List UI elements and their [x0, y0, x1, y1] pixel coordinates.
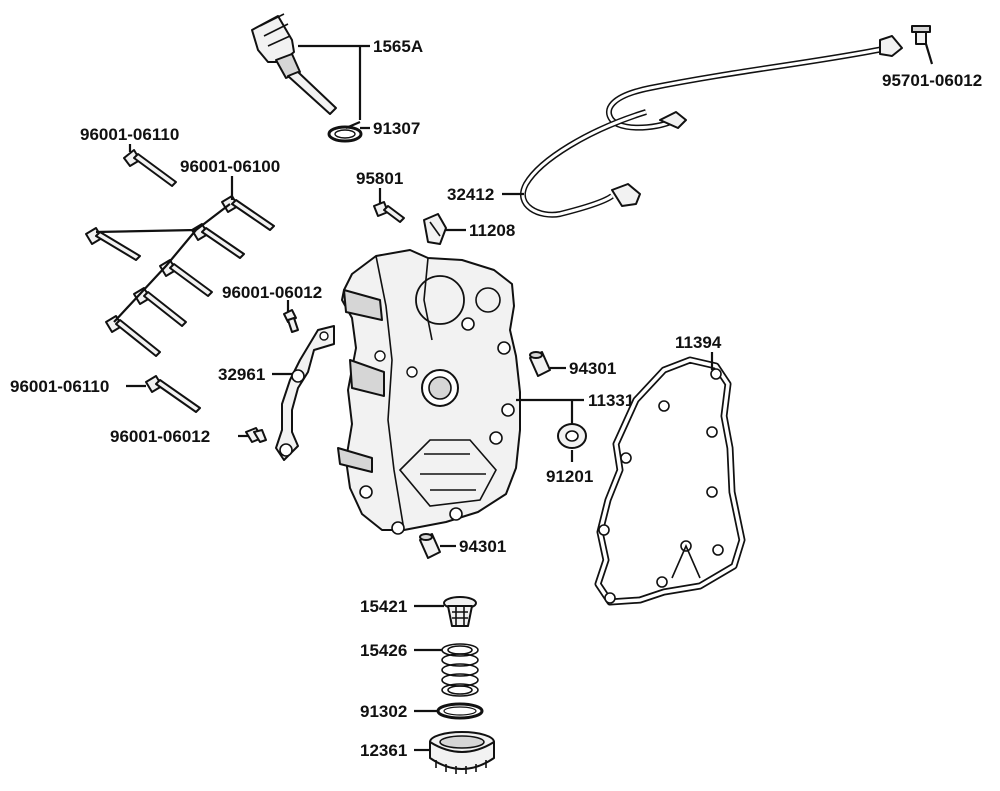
bolt-group-96001-06100: [85, 195, 275, 357]
bolt-96001-06012-bottom: [245, 427, 267, 443]
bracket-32961: [275, 325, 335, 461]
cable-32412-part: [520, 35, 903, 218]
dowel-94301-bottom: [419, 533, 441, 559]
gasket-11394: [594, 356, 746, 606]
label-32961: 32961: [218, 365, 265, 384]
label-11331: 11331: [588, 391, 634, 410]
leader-1565a: [298, 44, 370, 120]
clip-11208: [423, 213, 447, 245]
drain-plug-12361: [429, 731, 495, 774]
label-1565a: 1565A: [373, 37, 423, 56]
o-ring-91302: [436, 702, 484, 720]
o-ring-91307: [327, 125, 363, 143]
label-91201: 91201: [546, 467, 593, 486]
leader-91307: [345, 120, 370, 130]
label-11208: 11208: [469, 221, 515, 240]
crankcase-cover: [337, 249, 521, 535]
label-96001-06110-bottom: 96001-06110: [10, 377, 109, 396]
oil-seal-91201: [557, 423, 587, 449]
label-96001-06110-top: 96001-06110: [80, 125, 179, 144]
oil-dipstick-part: [251, 13, 337, 115]
label-15426: 15426: [360, 641, 407, 660]
label-96001-06100: 96001-06100: [180, 157, 280, 176]
strainer-15421: [443, 596, 477, 627]
label-95801: 95801: [356, 169, 403, 188]
label-91302: 91302: [360, 702, 407, 721]
label-11394: 11394: [675, 333, 722, 352]
spring-15426: [441, 643, 479, 697]
label-94301-bottom: 94301: [459, 537, 506, 556]
leader-96001-06100: [95, 176, 234, 323]
label-15421: 15421: [360, 597, 407, 616]
leader-11331: [516, 398, 584, 424]
label-96001-06012-bottom: 96001-06012: [110, 427, 210, 446]
bolt-96001-06012-top: [283, 309, 299, 333]
bolt-95801: [373, 201, 405, 223]
bolt-96001-06110-bottom: [145, 375, 201, 413]
leader-95701: [924, 43, 934, 65]
label-95701-06012: 95701-06012: [882, 71, 982, 90]
label-91307: 91307: [373, 119, 420, 138]
label-94301-top: 94301: [569, 359, 616, 378]
label-96001-06012-top: 96001-06012: [222, 283, 322, 302]
bolt-95701-06012: [911, 25, 931, 45]
label-12361: 12361: [360, 741, 407, 760]
bolt-96001-06110-top: [123, 149, 177, 187]
dowel-94301-top: [529, 351, 551, 377]
label-32412: 32412: [447, 185, 494, 204]
